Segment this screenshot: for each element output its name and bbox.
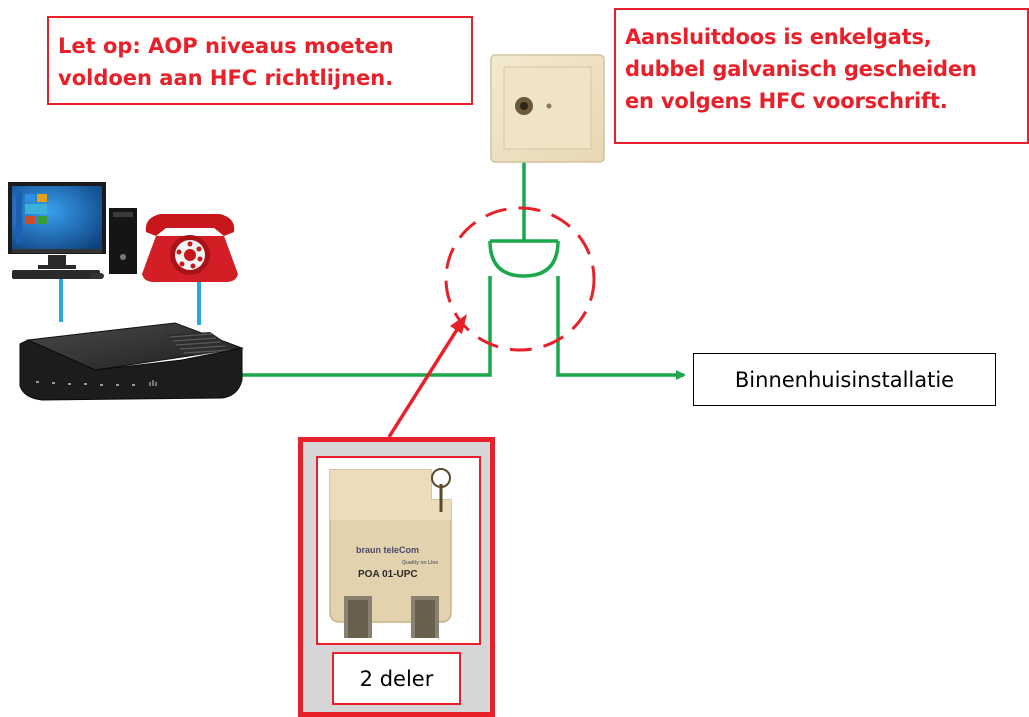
- splitter-photo-frame: [316, 456, 481, 645]
- splitter-name-label: 2 deler: [332, 652, 461, 705]
- coax-wall-outlet-icon: [490, 54, 605, 163]
- note-line: voldoen aan HFC richtlijnen.: [58, 66, 394, 90]
- note-line: Aansluitdoos is enkelgats,: [625, 25, 932, 49]
- outlet-note: Aansluitdoos is enkelgats, dubbel galvan…: [614, 8, 1029, 144]
- aop-level-note: Let op: AOP niveaus moeten voldoen aan H…: [47, 16, 473, 105]
- desktop-computer-icon: [8, 182, 137, 279]
- binnenhuisinstallatie-label: Binnenhuisinstallatie: [693, 353, 996, 406]
- note-line: dubbel galvanisch gescheiden: [625, 57, 977, 81]
- cable-modem-icon: [19, 322, 244, 401]
- highlight-circle: [444, 206, 596, 352]
- red-pointer-arrow: [387, 314, 467, 438]
- rotary-telephone-icon: [142, 214, 238, 282]
- note-line: Let op: AOP niveaus moeten: [58, 34, 394, 58]
- note-line: en volgens HFC voorschrift.: [625, 89, 948, 113]
- splitter-binnenhuis-cable: [556, 276, 686, 380]
- splitter-symbol-icon: [488, 239, 560, 278]
- modem-splitter-cable: [238, 276, 492, 377]
